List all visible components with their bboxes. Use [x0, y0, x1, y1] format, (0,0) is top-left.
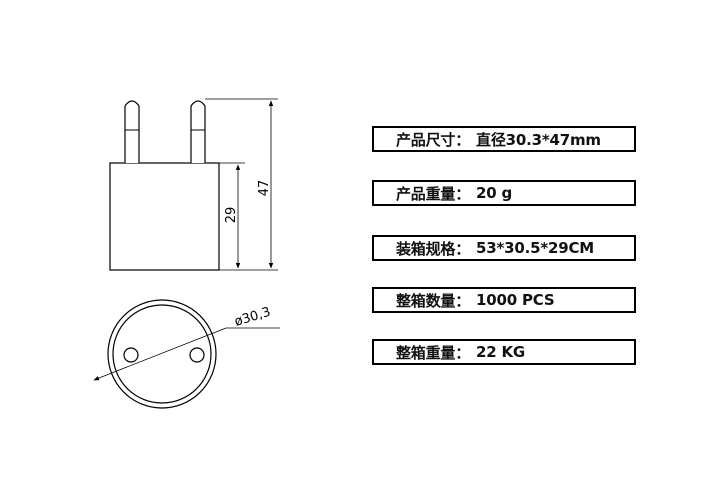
dimension-label-29: 29: [224, 207, 239, 224]
spec-label: 产品尺寸：: [396, 130, 471, 149]
left-pin: [124, 100, 140, 163]
spec-box-carton-size: 装箱规格： 53*30.5*29CM: [372, 235, 636, 261]
spec-value: 53*30.5*29CM: [476, 239, 594, 257]
spec-label: 整箱重量：: [396, 343, 471, 362]
spec-value: 20 g: [476, 184, 513, 202]
spec-label: 整箱数量：: [396, 291, 471, 310]
pin-hole-right: [189, 347, 205, 363]
spec-value: 1000 PCS: [476, 291, 555, 309]
spec-box-carton-quantity: 整箱数量： 1000 PCS: [372, 287, 636, 313]
spec-box-carton-weight: 整箱重量： 22 KG: [372, 339, 636, 365]
plug-body: [109, 162, 220, 271]
spec-value: 直径30.3*47mm: [476, 130, 601, 149]
dimension-diameter: [93, 327, 280, 381]
bottom-view: [107, 299, 217, 409]
right-pin: [190, 100, 206, 163]
outer-circle: [107, 299, 217, 409]
spec-box-size: 产品尺寸： 直径30.3*47mm: [372, 126, 636, 152]
spec-label: 产品重量：: [396, 184, 471, 203]
inner-circle: [112, 304, 212, 404]
dimension-body-height: [219, 162, 245, 269]
dimension-label-diameter: ø30,3: [233, 305, 273, 330]
spec-box-weight: 产品重量： 20 g: [372, 180, 636, 206]
dimension-overall-height: [205, 98, 278, 271]
pin-hole-left: [123, 347, 139, 363]
spec-label: 装箱规格：: [396, 239, 471, 258]
side-view: [109, 100, 220, 271]
dimension-label-47: 47: [257, 180, 272, 197]
spec-value: 22 KG: [476, 343, 526, 361]
